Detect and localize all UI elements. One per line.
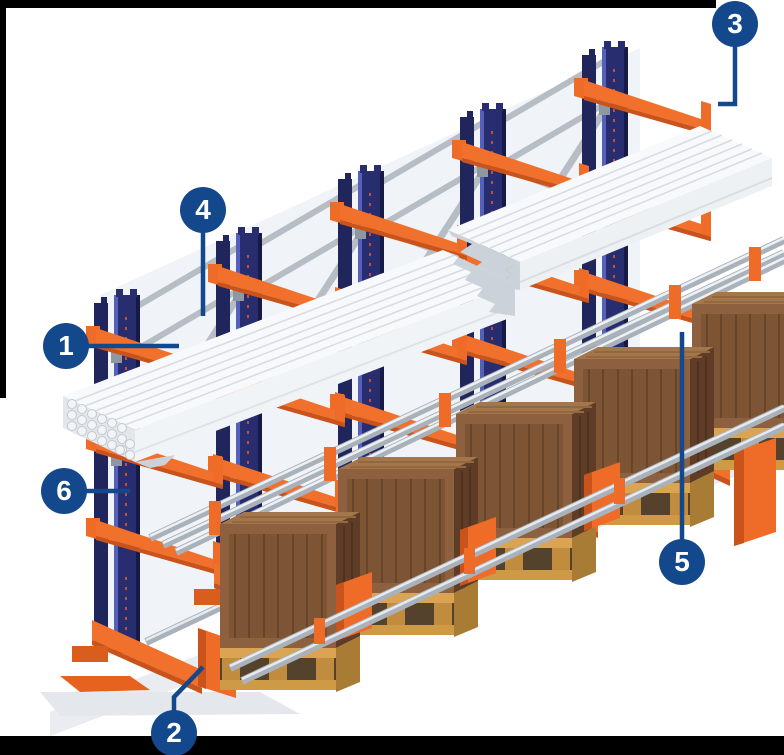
callout-badge-1: 1	[43, 323, 89, 369]
mid-level-guide-rails	[148, 236, 784, 556]
top-black-bar	[0, 0, 716, 8]
callout-badge-2: 2	[151, 710, 197, 755]
rail-clamps	[209, 247, 761, 535]
white-profile-bundle-long	[63, 250, 516, 468]
callout-badge-5: 5	[659, 539, 705, 585]
callout-badge-6: 6	[41, 468, 87, 514]
white-profile-bundle-upper	[448, 126, 773, 290]
callout-badge-3: 3	[712, 1, 758, 47]
callout-badge-4: 4	[180, 187, 226, 233]
floor-rail-clamps	[314, 478, 625, 644]
callout-number: 5	[674, 546, 690, 577]
bottom-black-bar	[0, 736, 784, 755]
front-floor-rails	[228, 404, 784, 685]
callout-number: 6	[56, 475, 72, 506]
callout-number: 4	[195, 194, 211, 225]
left-black-bar	[0, 0, 6, 398]
callout-number: 1	[58, 330, 74, 361]
callout-number: 2	[166, 717, 182, 748]
callout-number: 3	[727, 8, 743, 39]
